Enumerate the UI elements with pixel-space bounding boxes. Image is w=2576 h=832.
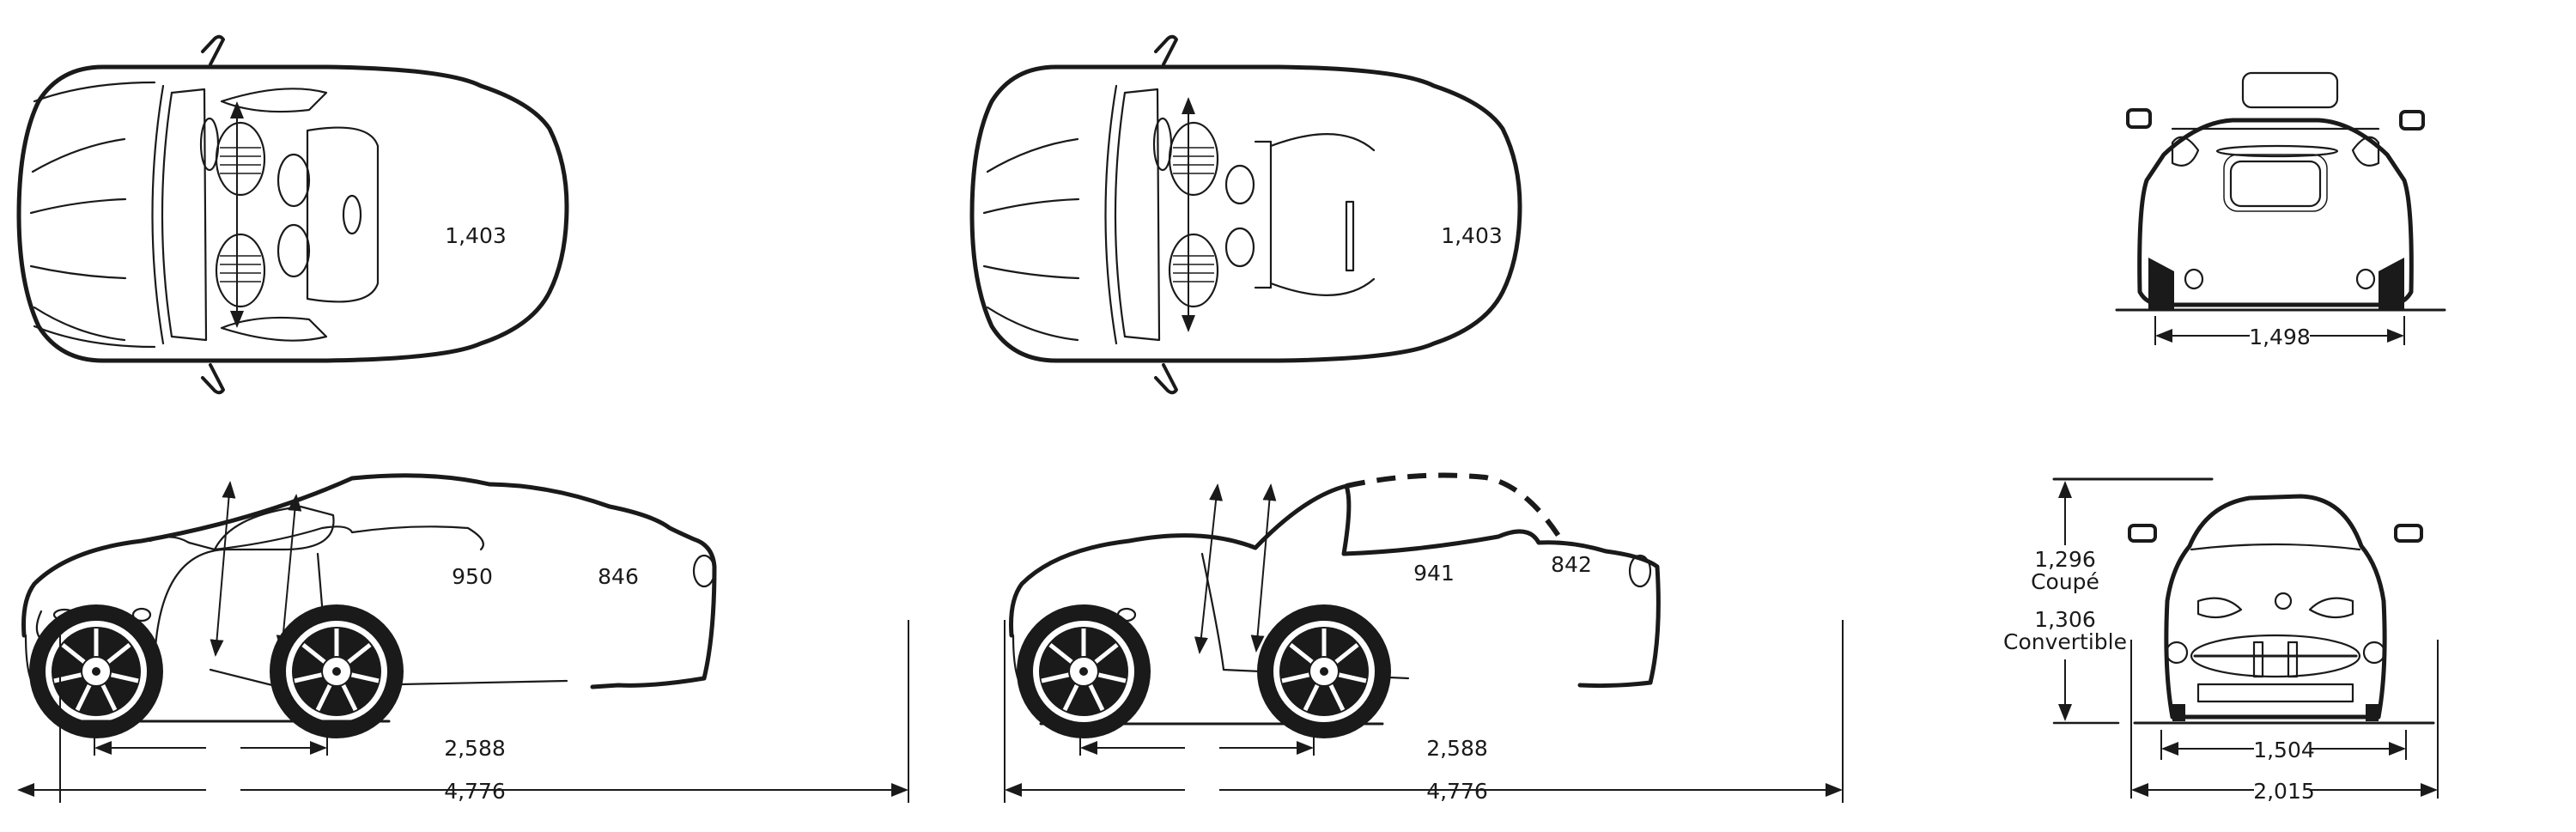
label-top-convertible-interior-width: 1,403	[1441, 223, 1503, 248]
label-top-coupe-interior-width: 1,403	[445, 223, 507, 248]
label-front-track: 1,504	[2253, 738, 2315, 762]
label-convertible-front-headroom: 941	[1413, 561, 1455, 586]
top-view-convertible	[969, 34, 1522, 395]
label-coupe-rear-headroom: 846	[598, 564, 639, 589]
front-view	[2052, 477, 2439, 799]
label-coupe-wheelbase: 2,588	[444, 736, 506, 761]
side-view-coupe	[17, 473, 909, 803]
label-height-convertible-caption: Convertible	[2003, 629, 2127, 654]
label-height-coupe: 1,296	[2034, 547, 2096, 572]
rear-view	[2115, 71, 2446, 345]
label-convertible-length: 4,776	[1426, 779, 1488, 804]
label-height-convertible: 1,306	[2034, 607, 2096, 632]
label-coupe-front-headroom: 950	[452, 564, 493, 589]
label-convertible-wheelbase: 2,588	[1426, 736, 1488, 761]
label-overall-width: 2,015	[2253, 779, 2315, 804]
label-rear-track: 1,498	[2249, 325, 2311, 349]
label-convertible-rear-headroom: 842	[1551, 552, 1592, 577]
dimension-labels: 1,403 1,403 1,498 950 846 2,588 4,776 94…	[444, 222, 2315, 804]
label-height-coupe-caption: Coupé	[2031, 569, 2099, 594]
side-view-convertible	[1004, 472, 1844, 803]
top-view-coupe	[16, 34, 569, 395]
label-coupe-length: 4,776	[444, 779, 506, 804]
